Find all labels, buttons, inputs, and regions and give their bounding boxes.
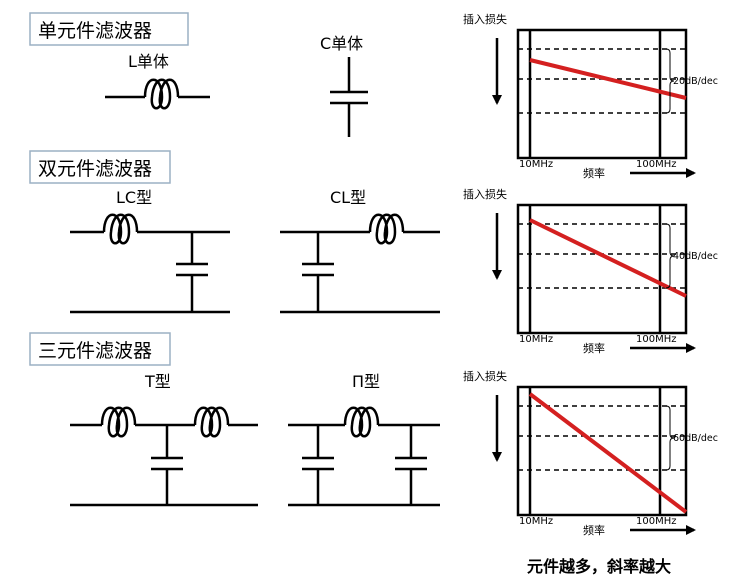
section-two-element: 双元件滤波器 LC型 CL型: [29, 150, 440, 314]
lc-filter-circuit: [70, 213, 230, 314]
x-tick-label: 10MHz: [519, 516, 553, 527]
section-single-element: 单元件滤波器 L单体 C单体: [29, 12, 368, 137]
plot-frame: [516, 385, 688, 517]
conclusion-text: 元件越多，斜率越大: [527, 557, 671, 576]
insertion-loss-line: [528, 392, 688, 514]
slope-brace: [665, 405, 675, 471]
chart-xlabel: 频率: [583, 166, 605, 180]
insertion-loss-chart: 插入损失 20dB/dec 10MHz 100MHz 频率: [463, 12, 718, 180]
slope-label: 60dB/dec: [673, 433, 718, 444]
capacitor-symbol: [302, 262, 334, 277]
insertion-loss-line: [529, 58, 687, 100]
inductor-symbol: [368, 213, 405, 245]
plot-frame: [516, 203, 688, 335]
circuit-label-t: T型: [144, 372, 171, 391]
slope-label: 40dB/dec: [673, 251, 718, 262]
circuit-label-cl: CL型: [330, 188, 366, 207]
x-tick-label: 100MHz: [636, 159, 676, 170]
t-filter-circuit: [70, 406, 258, 507]
slope-label: 20dB/dec: [673, 76, 718, 87]
circuit-label-c-single: C单体: [320, 34, 363, 53]
cl-filter-circuit: [280, 213, 440, 314]
section-title: 双元件滤波器: [38, 158, 152, 180]
capacitor-symbol: [330, 57, 368, 137]
section-three-element: 三元件滤波器 T型 Π型: [29, 332, 440, 507]
section-title: 单元件滤波器: [38, 20, 152, 42]
plot-frame: [516, 28, 688, 160]
inductor-symbol: [193, 406, 230, 438]
circuit-label-l-single: L单体: [128, 52, 169, 71]
chart-xlabel: 频率: [583, 341, 605, 355]
insertion-loss-chart: 插入损失 60dB/dec 10MHz 100MHz 频率: [463, 369, 718, 537]
pi-filter-circuit: [288, 406, 440, 507]
inductor-symbol: [105, 78, 210, 110]
section-title: 三元件滤波器: [38, 340, 152, 362]
inductor-symbol: [102, 213, 139, 245]
section-title-box: [29, 332, 171, 366]
inductor-symbol: [343, 406, 380, 438]
x-tick-label: 100MHz: [636, 516, 676, 527]
capacitor-symbol: [302, 456, 334, 471]
slope-brace: [665, 223, 675, 289]
capacitor-symbol: [176, 262, 208, 277]
slope-brace: [665, 48, 675, 114]
section-title-box: [29, 150, 171, 184]
insertion-loss-line: [529, 218, 687, 298]
x-tick-label: 10MHz: [519, 159, 553, 170]
chart-ylabel: 插入损失: [463, 12, 507, 26]
chart-xlabel: 频率: [583, 523, 605, 537]
circuit-label-pi: Π型: [352, 372, 380, 391]
capacitor-symbol: [395, 456, 427, 471]
insertion-loss-chart: 插入损失 40dB/dec 10MHz 100MHz 频率: [463, 187, 718, 355]
circuit-label-lc: LC型: [116, 188, 152, 207]
chart-ylabel: 插入损失: [463, 369, 507, 383]
x-tick-label: 100MHz: [636, 334, 676, 345]
section-title-box: [29, 12, 189, 46]
chart-ylabel: 插入损失: [463, 187, 507, 201]
x-tick-label: 10MHz: [519, 334, 553, 345]
inductor-symbol: [100, 406, 137, 438]
capacitor-symbol: [151, 456, 183, 471]
